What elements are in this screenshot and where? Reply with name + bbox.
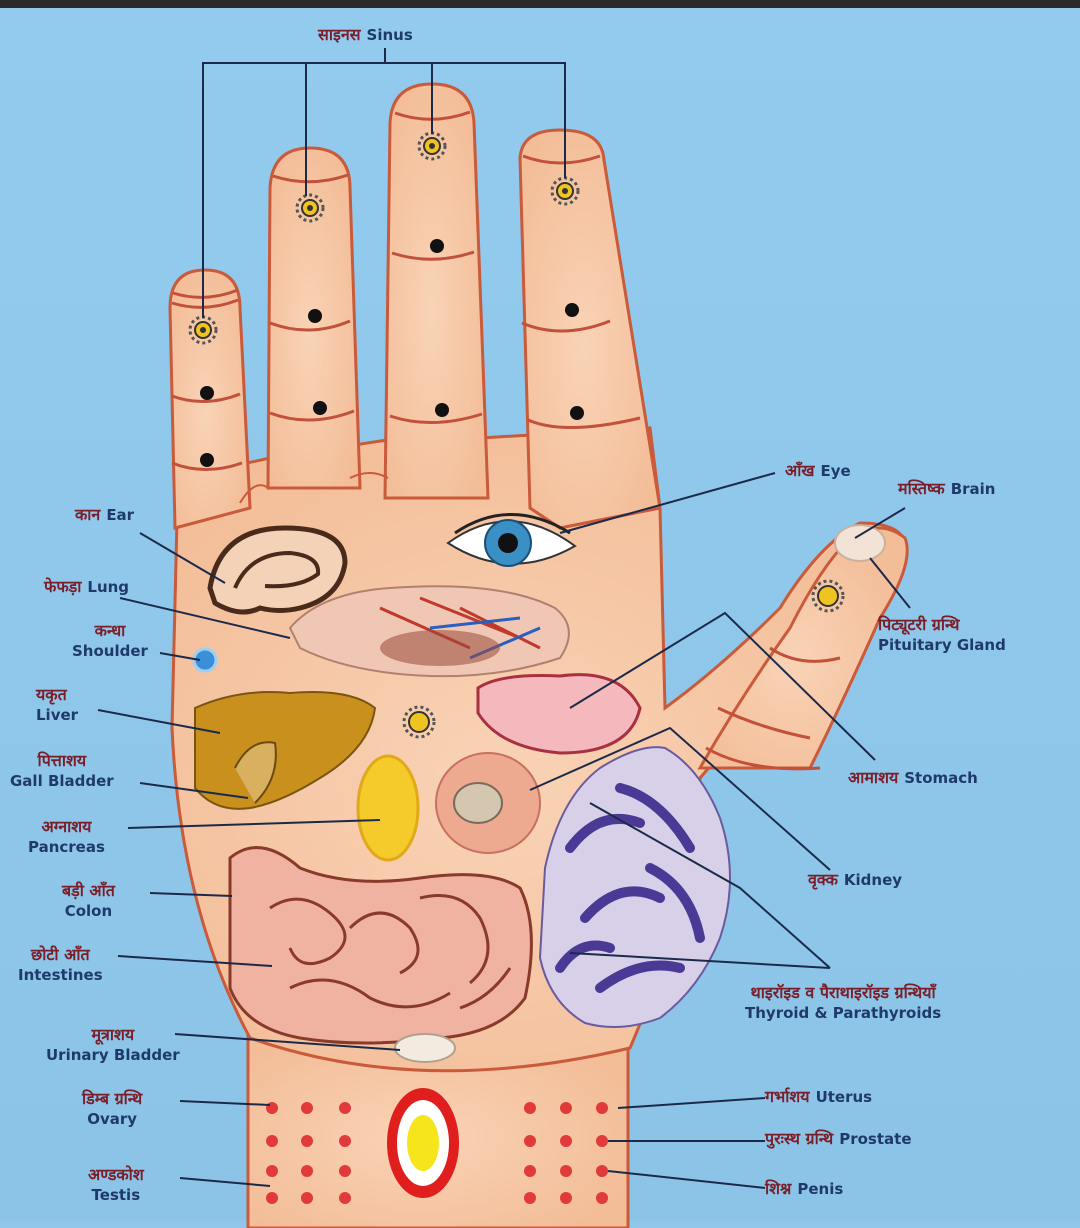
sinus-bracket (202, 48, 566, 318)
stomach-organ (476, 673, 642, 755)
wrist-center-point (387, 1088, 459, 1198)
thumb (697, 526, 909, 770)
finger-points (200, 239, 584, 467)
index-finger (518, 128, 662, 530)
eye-organ (446, 513, 577, 567)
label-pituitary: पिट्यूटरी ग्रन्थिPituitary Gland (878, 615, 1006, 654)
label-ovary: डिम्ब ग्रन्थिOvary (82, 1089, 143, 1128)
leader-lines (97, 472, 911, 1189)
brain-organ (834, 524, 886, 562)
middle-finger (383, 82, 490, 500)
label-lung: फेफड़ाLung (44, 577, 130, 596)
bladder-organ (394, 1033, 456, 1063)
label-shoulder: कन्धाShoulder (72, 621, 148, 660)
kidney-organ (435, 752, 541, 854)
label-prostate: पुरःस्थ ग्रन्थिProstate (765, 1129, 912, 1148)
shoulder-point (192, 647, 218, 673)
pancreas-organ (356, 754, 420, 862)
finger-creases (171, 110, 841, 771)
wrist-points-left (266, 1102, 351, 1204)
lung-organ (288, 585, 570, 678)
label-thyroid: थाइरॉइड व पैराथाइरॉइड ग्रन्थियाँThyroid … (745, 983, 942, 1022)
sinus-points (188, 131, 845, 739)
intestines-organ (228, 846, 533, 1045)
ear-organ (207, 525, 348, 615)
liver-organ (194, 691, 377, 810)
hand-diagram (97, 48, 911, 1228)
wrist-points-right (524, 1102, 608, 1204)
